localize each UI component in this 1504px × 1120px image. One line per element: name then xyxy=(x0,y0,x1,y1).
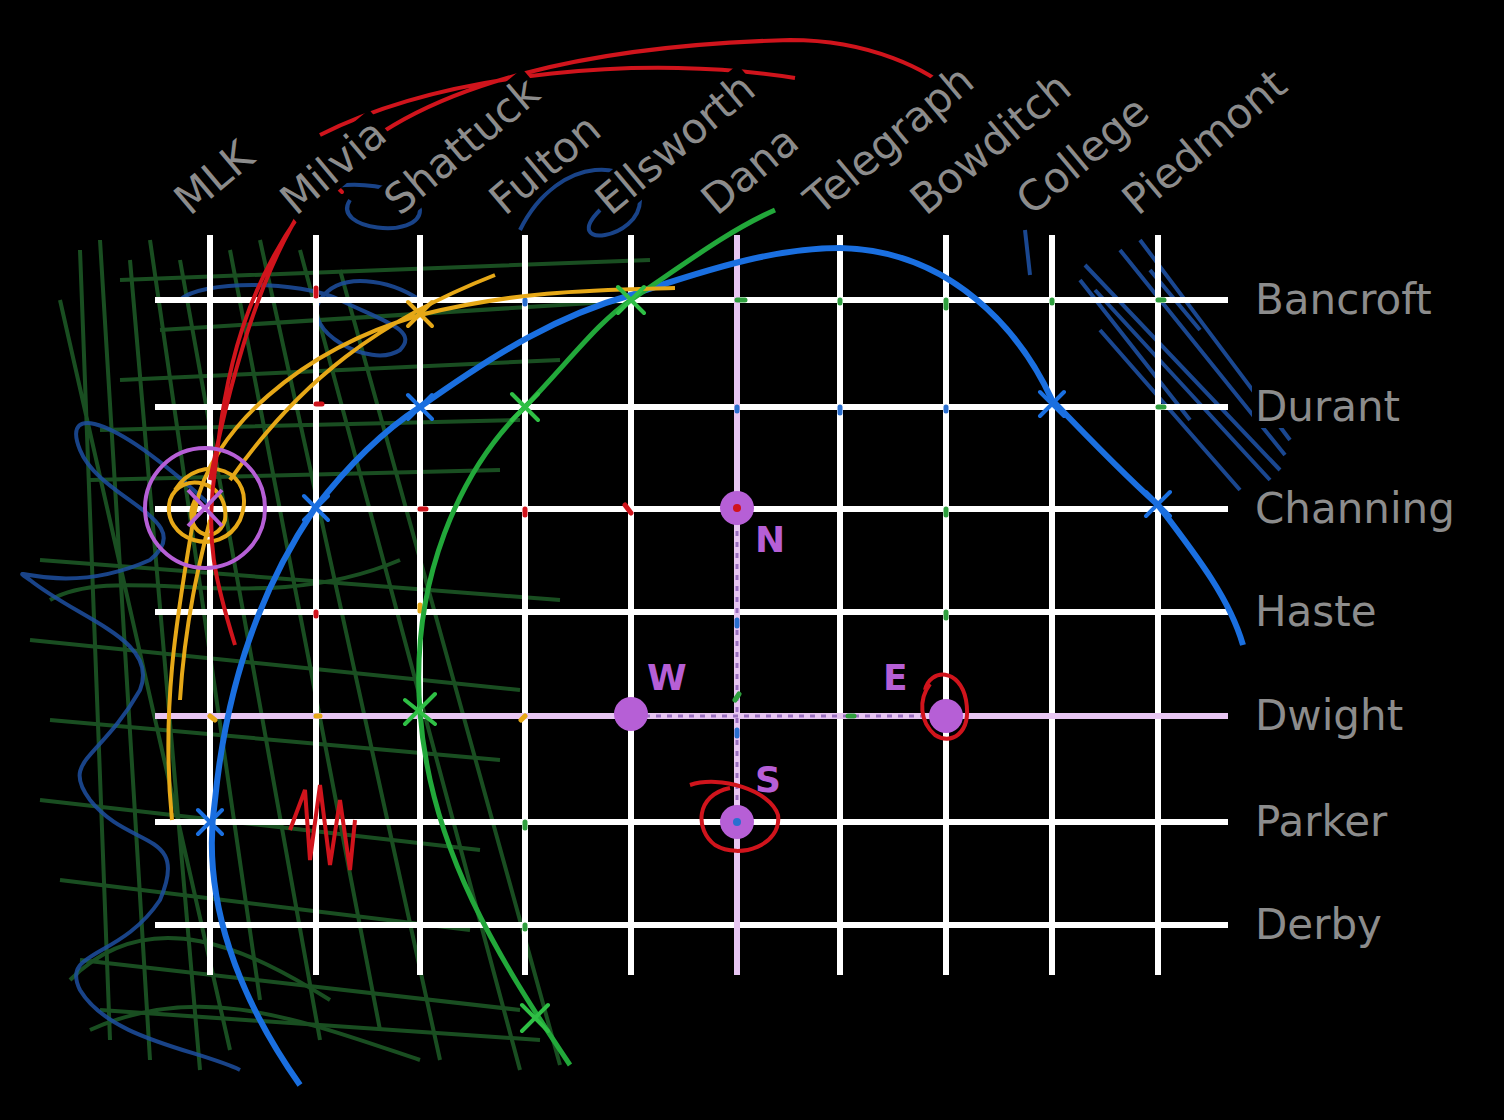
compass-dots xyxy=(614,491,963,839)
street-label: Dwight xyxy=(1252,695,1406,737)
target-circle xyxy=(145,448,265,568)
street-line xyxy=(313,235,319,975)
blue-scribble xyxy=(22,170,640,1070)
point-dot xyxy=(614,697,648,731)
compass-label: W xyxy=(644,660,690,696)
red-circle xyxy=(922,675,967,739)
dotted-line xyxy=(736,520,739,810)
street-label: Bancroft xyxy=(1252,279,1435,321)
street-line xyxy=(522,235,528,975)
yellow-curve xyxy=(168,275,675,820)
point-center xyxy=(733,818,741,826)
point-dot xyxy=(720,491,754,525)
target-x xyxy=(188,490,222,526)
street-line xyxy=(155,922,1228,928)
scribble-loop xyxy=(180,281,420,355)
street-label: Haste xyxy=(1252,591,1380,633)
blue-arc xyxy=(212,248,1243,1085)
red-curve xyxy=(210,40,955,645)
point-center xyxy=(733,504,741,512)
point-dot xyxy=(720,805,754,839)
x-mark xyxy=(405,287,644,1031)
green-hatch xyxy=(30,240,650,1070)
tick xyxy=(525,300,1164,929)
street-grid xyxy=(155,235,1228,975)
x-marks xyxy=(198,168,1170,1031)
street-label: Durant xyxy=(1252,386,1403,428)
street-line xyxy=(628,235,634,975)
tick xyxy=(525,300,946,736)
street-line xyxy=(1155,235,1161,975)
x-mark xyxy=(408,302,432,326)
hatch-stroke xyxy=(50,560,420,1060)
street-label: Channing xyxy=(1252,488,1458,530)
street-line xyxy=(1049,235,1055,975)
dotted-line xyxy=(645,715,930,718)
highlighted-streets xyxy=(155,235,1228,975)
point-dot xyxy=(929,699,963,733)
street-label: Parker xyxy=(1252,801,1390,843)
compass-label: N xyxy=(752,522,788,558)
street-line xyxy=(943,235,949,975)
street-label: Derby xyxy=(1252,904,1385,946)
street-line xyxy=(837,235,843,975)
dotted-axes xyxy=(645,520,930,810)
green-arc xyxy=(419,210,775,1065)
red-scribble xyxy=(290,785,355,870)
tick-marks xyxy=(210,288,1164,929)
compass-label: E xyxy=(880,660,911,696)
street-line xyxy=(734,235,740,975)
compass-label: S xyxy=(752,762,784,798)
x-mark xyxy=(198,392,1170,834)
yellow-scribble xyxy=(169,469,244,542)
